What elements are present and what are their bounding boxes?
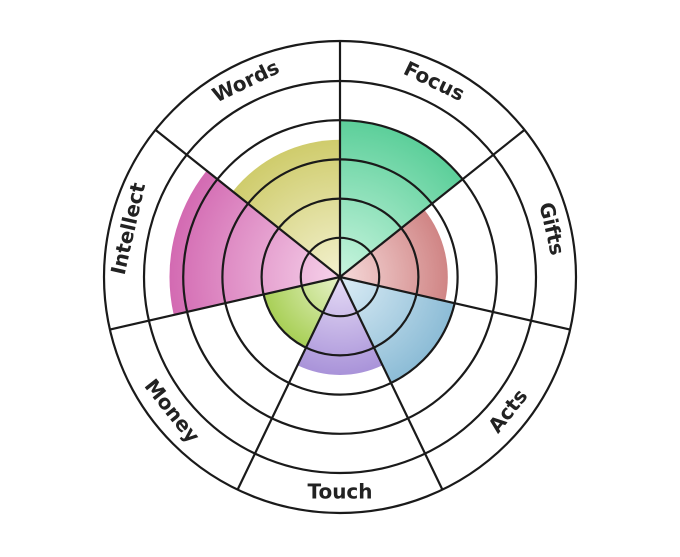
spoke-line <box>339 128 526 278</box>
spoke-line <box>154 128 341 278</box>
spoke-grid <box>109 41 571 491</box>
spoke-line <box>339 275 571 331</box>
spoke-line <box>339 276 444 491</box>
sector-focus <box>340 120 463 277</box>
label-touch: Touch <box>307 480 372 504</box>
sector-intellect <box>169 170 340 315</box>
sector-group <box>169 120 463 383</box>
label-money: Money <box>140 374 205 447</box>
label-gifts: Gifts <box>534 200 569 257</box>
spoke-line <box>109 275 341 331</box>
label-focus: Focus <box>400 56 469 106</box>
sector-words <box>232 139 340 277</box>
sector-touch <box>297 277 383 375</box>
sector-gifts <box>340 209 448 301</box>
spoke-line <box>236 276 341 491</box>
label-acts: Acts <box>483 384 532 437</box>
label-words: Words <box>208 55 283 107</box>
